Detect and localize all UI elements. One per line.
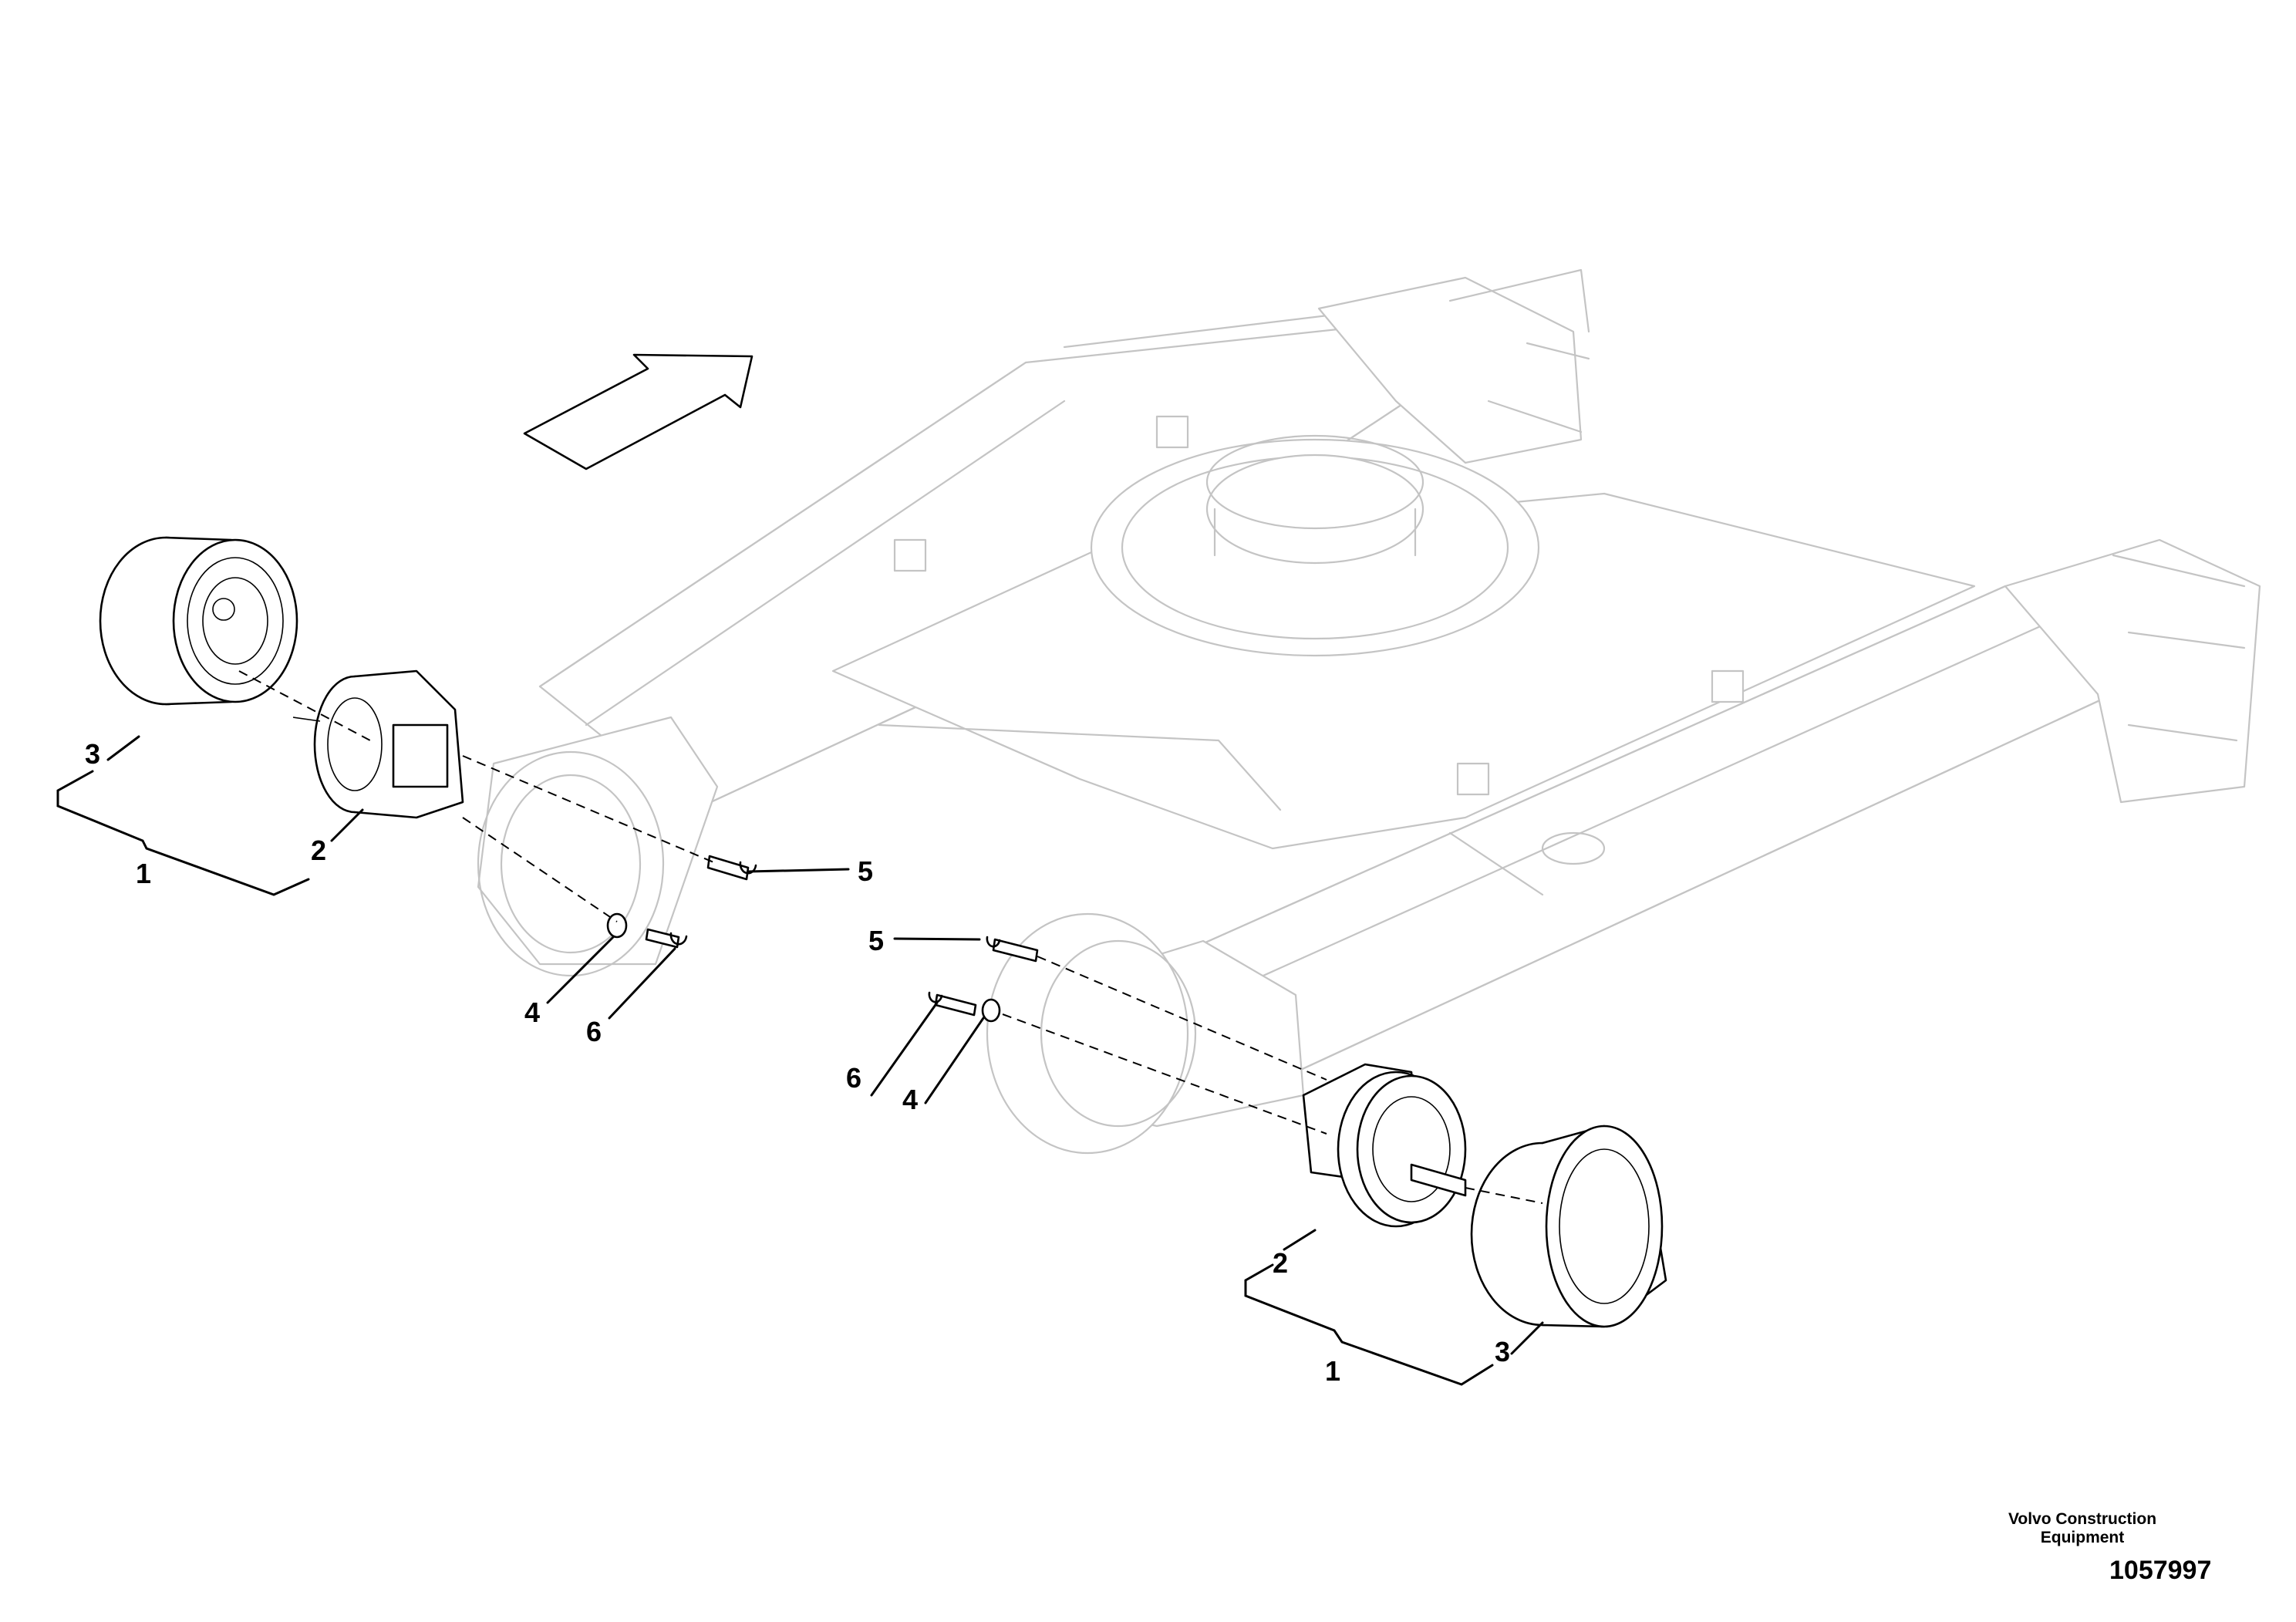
callout-left-3: 3: [85, 738, 100, 770]
company-name: Volvo Construction Equipment: [2008, 1510, 2157, 1546]
callout-right-6: 6: [846, 1062, 861, 1094]
right-bolt-5: [986, 936, 1039, 963]
callout-right-5: 5: [868, 925, 884, 956]
callout-right-3: 3: [1495, 1336, 1510, 1367]
callout-right-2: 2: [1273, 1247, 1288, 1279]
callout-left-5: 5: [858, 855, 873, 887]
callout-right-1: 1: [1325, 1355, 1340, 1387]
callout-left-6: 6: [586, 1016, 602, 1047]
callout-left-2: 2: [311, 835, 326, 866]
left-washer: [606, 912, 628, 939]
right-washer: [981, 998, 1001, 1023]
callout-left-4: 4: [524, 996, 540, 1028]
drawing-number: 1057997: [2109, 1556, 2212, 1585]
left-final-drive: [99, 536, 298, 706]
right-travel-motor-assembly: [870, 936, 1667, 1386]
undercarriage-frame: [477, 268, 2261, 1155]
right-bolt-6: [928, 991, 977, 1017]
left-bolt-5: [706, 855, 757, 881]
left-travel-motor: [292, 669, 464, 819]
right-travel-motor: [1302, 1063, 1467, 1228]
callout-left-1: 1: [136, 858, 151, 889]
left-travel-motor-assembly: [56, 536, 850, 1020]
right-final-drive: [1470, 1125, 1667, 1328]
travel-direction-arrow: [523, 353, 754, 470]
callout-right-4: 4: [902, 1084, 918, 1115]
callout-labels: 3 1 2 5 4 6 5 6 4 2 1 3: [85, 738, 1510, 1387]
left-bolt-6: [645, 928, 688, 949]
